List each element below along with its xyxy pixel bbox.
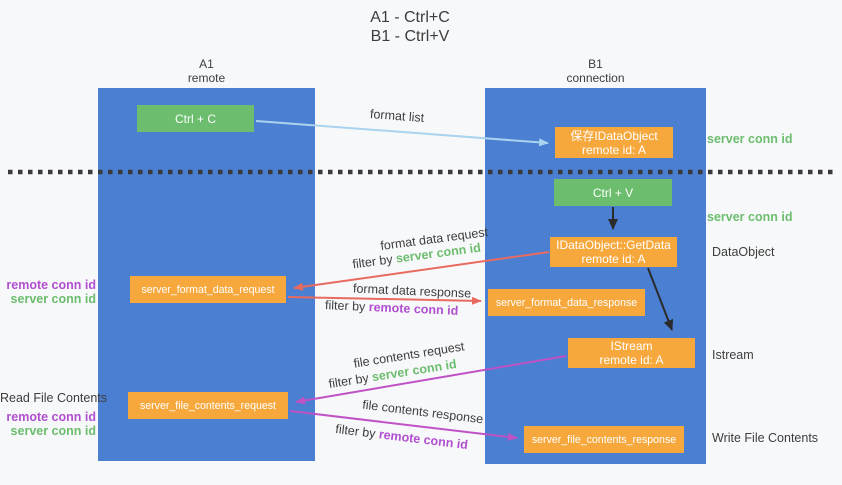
annotation-istream: Istream — [712, 348, 754, 362]
title-line-1: A1 - Ctrl+C — [370, 9, 450, 26]
lane-header-a1: A1 remote — [98, 57, 315, 85]
node-save-dataobject-line1: 保存IDataObject — [570, 128, 658, 143]
annotation-server-conn-id-2: server conn id — [10, 424, 96, 438]
title-line-2: B1 - Ctrl+V — [370, 28, 450, 45]
annotation-remote-conn-id-2: remote conn id — [6, 410, 96, 424]
node-istream-line1: IStream — [610, 339, 653, 353]
filter-by-text: filter by — [324, 298, 370, 314]
label-filter-by-remote-conn-id-2: filter by remote conn id — [335, 422, 469, 452]
annotation-conn-ids-file: remote conn id server conn id — [0, 410, 96, 438]
label-filter-by-remote-conn-id-1: filter by remote conn id — [325, 298, 459, 318]
remote-conn-id-text: remote conn id — [368, 300, 459, 318]
annotation-write-file-contents: Write File Contents — [712, 431, 819, 445]
node-istream: IStream remote id: A — [568, 338, 695, 368]
node-ctrl-c: Ctrl + C — [137, 105, 254, 132]
lane-a1-name: A1 — [199, 57, 214, 71]
filter-by-text: filter by — [351, 251, 397, 272]
label-format-data-response: format data response — [352, 281, 472, 301]
label-format-list: format list — [369, 106, 425, 126]
node-idataobject-getdata-line1: IDataObject::GetData — [556, 238, 671, 252]
annotation-conn-ids-format: remote conn id server conn id — [0, 278, 96, 306]
lane-header-b1: B1 connection — [485, 57, 706, 85]
node-server-format-data-response-label: server_format_data_response — [495, 296, 638, 309]
node-server-format-data-request: server_format_data_request — [130, 276, 286, 303]
node-ctrl-v-label: Ctrl + V — [592, 185, 634, 200]
node-server-file-contents-request: server_file_contents_request — [128, 392, 288, 419]
lane-b1-role: connection — [566, 71, 625, 85]
annotation-remote-conn-id-1: remote conn id — [6, 278, 96, 292]
annotation-dataobject: DataObject — [712, 245, 775, 259]
annotation-server-conn-id-top: server conn id — [707, 132, 793, 146]
node-ctrl-v: Ctrl + V — [554, 179, 672, 206]
filter-by-text: filter by — [327, 370, 374, 392]
node-idataobject-getdata: IDataObject::GetData remote id: A — [550, 237, 677, 267]
annotation-server-conn-id-mid: server conn id — [707, 210, 793, 224]
lane-a1-role: remote — [187, 71, 226, 85]
node-server-format-data-response: server_format_data_response — [488, 289, 645, 316]
diagram-title: A1 - Ctrl+C B1 - Ctrl+V — [0, 8, 820, 46]
remote-conn-id-text: remote conn id — [378, 427, 469, 453]
label-file-contents-response: file contents response — [361, 397, 485, 427]
node-istream-line2: remote id: A — [599, 353, 664, 367]
lane-b1-name: B1 — [588, 57, 603, 71]
node-save-dataobject: 保存IDataObject remote id: A — [555, 127, 673, 158]
node-server-file-contents-request-label: server_file_contents_request — [139, 399, 277, 412]
filter-by-text: filter by — [334, 421, 380, 442]
node-idataobject-getdata-line2: remote id: A — [581, 252, 646, 266]
node-server-file-contents-response: server_file_contents_response — [524, 426, 684, 453]
annotation-read-file-contents: Read File Contents — [0, 391, 108, 405]
node-save-dataobject-line2: remote id: A — [581, 142, 647, 157]
annotation-server-conn-id-1: server conn id — [10, 292, 96, 306]
node-server-format-data-request-label: server_format_data_request — [141, 283, 275, 296]
node-server-file-contents-response-label: server_file_contents_response — [531, 433, 677, 446]
node-ctrl-c-label: Ctrl + C — [174, 111, 216, 126]
